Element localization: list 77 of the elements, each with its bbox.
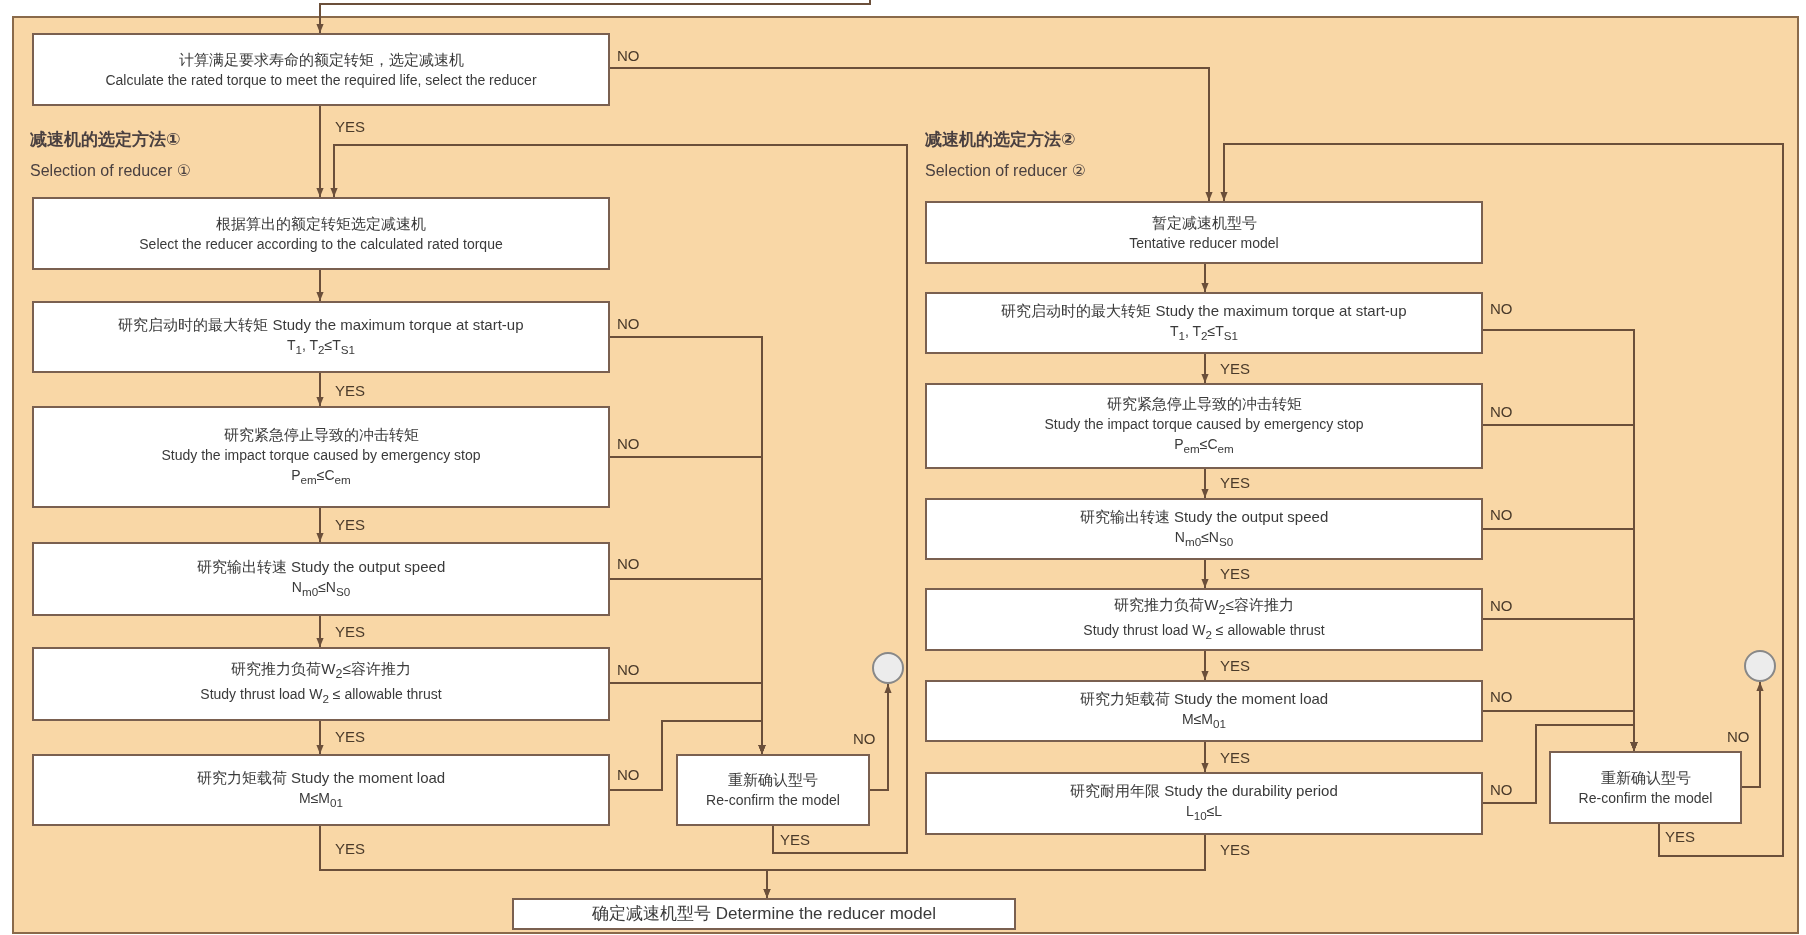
box-text: 根据算出的额定转矩选定减速机 [216, 213, 426, 234]
flow-arrow [1201, 741, 1209, 773]
box-text: Study the impact torque caused by emergency stop [1044, 414, 1364, 434]
flow-arrow [316, 269, 324, 302]
process-box [32, 301, 610, 373]
box-text: 重新确认型号 [728, 770, 818, 790]
section-heading: Selection of reducer ② [925, 161, 1087, 180]
box-text: Tentative reducer model [1129, 233, 1279, 253]
box-text: 研究力矩载荷 Study the moment load [196, 767, 446, 788]
flow-arrow [763, 834, 1206, 899]
box-text: 确定减速机型号 Determine the reducer model [592, 904, 936, 924]
flow-arrow [316, 105, 324, 198]
box-text: 重新确认型号 [1600, 767, 1691, 788]
box-text: 研究启动时的最大转矩 Study the maximum torque at start-up [1001, 300, 1407, 321]
flow-arrow [1482, 724, 1638, 804]
flow-arrow [1201, 650, 1209, 681]
box-text: Re-confirm the model [706, 791, 840, 810]
process-box [676, 754, 870, 826]
box-text: 计算满足要求寿命的额定转矩，选定减速机 [178, 49, 464, 70]
process-box [925, 292, 1483, 354]
box-text: 研究推力负荷W$_{2}$≤容许推力 [231, 659, 411, 684]
section-heading: 减速机的选定方法① [30, 129, 181, 151]
flow-arrow [609, 67, 1213, 202]
box-text: M≤M$_{01}$ [1182, 709, 1226, 732]
box-text: 研究输出转速 Study the output speed [196, 556, 446, 577]
process-box [32, 542, 610, 616]
box-text: P$_{em}$≤C$_{em}$ [291, 465, 351, 488]
process-box [925, 588, 1483, 651]
flow-arrow [1201, 468, 1209, 499]
box-text: T$_{1}$, T$_{2}$≤T$_{S1}$ [1169, 321, 1239, 344]
process-box [925, 383, 1483, 469]
process-box [925, 680, 1483, 742]
flow-arrow [316, 720, 324, 755]
box-text: M≤M$_{01}$ [299, 788, 343, 811]
section-heading: Selection of reducer ① [30, 161, 192, 180]
process-box [1549, 751, 1742, 824]
box-text: P$_{em}$≤C$_{em}$ [1174, 434, 1234, 457]
box-text: Select the reducer according to the calculated rated torque [139, 234, 503, 254]
flow-arrow [1201, 353, 1209, 384]
flow-arrow [1201, 263, 1209, 293]
flow-arrow [316, 507, 324, 543]
box-text: 研究力矩载荷 Study the moment load [1079, 688, 1329, 709]
flow-arrow [330, 144, 908, 854]
process-box [32, 754, 610, 826]
flow-arrow [1741, 681, 1764, 788]
box-text: L$_{10}$≤L [1185, 802, 1223, 824]
flow-arrow [1201, 559, 1209, 589]
result-box [512, 898, 1016, 930]
process-box [925, 772, 1483, 835]
box-text: 研究启动时的最大转矩 Study the maximum torque at start-up [118, 314, 524, 335]
box-text: Study thrust load W$_{2}$ ≤ allowable thrust [1083, 620, 1325, 643]
process-box [925, 498, 1483, 560]
flow-arrow [316, 615, 324, 648]
process-box [32, 197, 610, 270]
box-text: Study thrust load W$_{2}$ ≤ allowable thrust [200, 685, 442, 707]
process-box [32, 406, 610, 508]
process-box [32, 33, 610, 106]
box-text: 研究紧急停止导致的冲击转矩 [223, 424, 419, 445]
box-text: 暂定减速机型号 [1151, 212, 1257, 233]
box-text: N$_{m0}$≤N$_{S0}$ [1174, 527, 1234, 550]
box-text: 研究推力负荷W$_{2}$≤容许推力 [1114, 594, 1294, 619]
flow-arrow [869, 683, 892, 791]
box-text: 研究输出转速 Study the output speed [1079, 506, 1329, 527]
flow-arrow [316, 0, 871, 34]
flow-arrow [609, 720, 766, 791]
section-heading: 减速机的选定方法② [925, 129, 1076, 151]
box-text: N$_{m0}$≤N$_{S0}$ [291, 577, 351, 600]
box-text: T$_{1}$, T$_{2}$≤T$_{S1}$ [286, 335, 356, 358]
flow-arrow [1220, 143, 1784, 857]
process-box [32, 647, 610, 721]
box-text: 研究紧急停止导致的冲击转矩 [1106, 393, 1302, 414]
box-text: Study the impact torque caused by emergency stop [161, 445, 481, 465]
flow-arrow [316, 372, 324, 407]
box-text: 研究耐用年限 Study the durability period [1070, 781, 1338, 802]
box-text: Re-confirm the model [1578, 788, 1713, 808]
process-box [925, 201, 1483, 264]
box-text: Calculate the rated torque to meet the required life, select the reducer [105, 70, 537, 90]
